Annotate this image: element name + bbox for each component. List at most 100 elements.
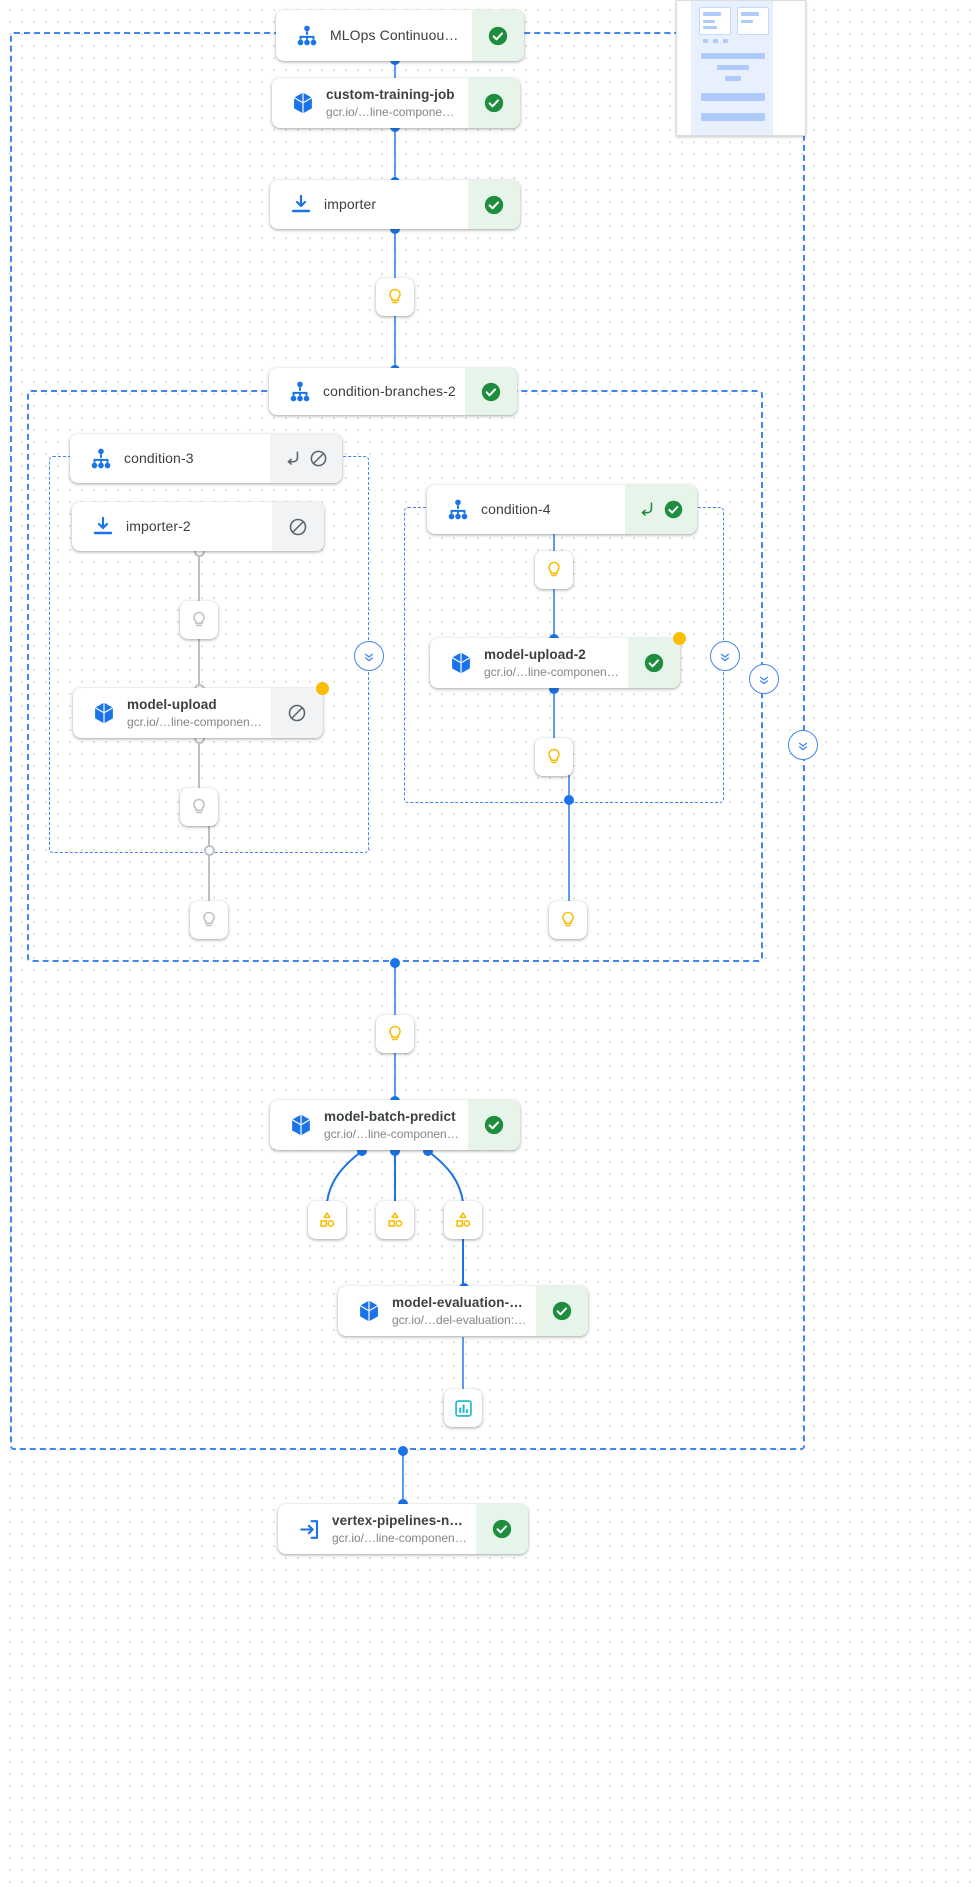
dataset-shapes-icon [456, 1212, 471, 1227]
edge-model-upload-to-artifact [198, 737, 200, 793]
branch-arrow-icon [638, 500, 657, 519]
node-condition-3[interactable]: condition-3 [70, 434, 342, 483]
node-condition-4[interactable]: condition-4 [427, 485, 697, 534]
dag-root-icon [441, 497, 475, 523]
node-model-upload-2[interactable]: model-upload-2 gcr.io/…line-components:2… [430, 632, 686, 688]
minimap-bar [741, 12, 759, 16]
check-circle-icon [484, 195, 504, 214]
container-cube-icon [284, 1112, 318, 1138]
node-texts: custom-training-job gcr.io/…line-compone… [320, 86, 460, 120]
edge-condition4-to-artifact [553, 530, 555, 556]
minimap-edge-strip [806, 0, 978, 40]
artifact-model-upload2-out[interactable] [535, 738, 573, 776]
edge-artifact-to-condition4-out [568, 775, 570, 903]
container-cube-icon [444, 650, 478, 676]
node-title: MLOps Continuous Traini… [330, 27, 464, 43]
node-importer-2[interactable]: importer-2 [72, 502, 324, 551]
edge-importer2-to-artifact [198, 550, 200, 606]
artifact-evaluation-metrics[interactable] [444, 1389, 482, 1427]
minimap-bar [703, 20, 715, 23]
double-chevron-collapse-icon [799, 742, 807, 751]
dag-root-icon [283, 379, 317, 405]
artifact-model-upload-out[interactable] [180, 788, 218, 826]
check-circle-icon [484, 93, 504, 113]
node-body: model-upload-2 gcr.io/…line-components:2… [430, 638, 628, 688]
node-model-batch-predict[interactable]: model-batch-predict gcr.io/…line-compone… [270, 1100, 520, 1150]
check-circle-icon [552, 1301, 572, 1321]
edge-importer-to-artifact [394, 228, 396, 278]
double-chevron-collapse-icon [760, 676, 768, 685]
artifact-branches-out[interactable] [376, 1015, 414, 1053]
edge-evaluation-to-metrics [462, 1337, 464, 1389]
node-model-evaluation-regression[interactable]: model-evaluation-regres… gcr.io/…del-eva… [338, 1286, 588, 1336]
node-body: model-upload gcr.io/…line-components:2.6… [73, 688, 271, 738]
minimap-bar [741, 20, 753, 23]
node-texts: model-upload-2 gcr.io/…line-components:2… [478, 646, 620, 680]
collapse-branches-toggle[interactable] [749, 664, 779, 694]
edge-dot [390, 1146, 400, 1156]
artifact-indicator-dot [673, 632, 686, 645]
edge-artifact-to-condition3-out [208, 824, 210, 904]
collapse-condition-4-toggle[interactable] [710, 641, 740, 671]
minimap[interactable] [676, 0, 806, 136]
minimap-bar [703, 12, 721, 16]
dag-root-icon [84, 446, 118, 472]
status-badge [271, 688, 323, 738]
edge-artifact-to-model-upload2 [553, 588, 555, 638]
artifact-indicator-dot [316, 682, 329, 695]
status-badge [625, 485, 697, 534]
minimap-bar [725, 76, 741, 81]
collapse-outer-toggle[interactable] [788, 730, 818, 760]
artifact-batch-predict-2[interactable] [376, 1201, 414, 1239]
artifact-condition4-in[interactable] [535, 551, 573, 589]
skipped-circle-slash-icon [309, 449, 328, 468]
minimap-bar [701, 53, 765, 59]
check-circle-icon [492, 1519, 512, 1539]
edge-root-to-training [394, 60, 396, 82]
artifact-importer-out[interactable] [376, 278, 414, 316]
edge-dot [564, 795, 574, 805]
node-body: condition-4 [427, 485, 625, 534]
collapse-condition-3-toggle[interactable] [354, 641, 384, 671]
status-badge [472, 10, 524, 61]
node-subtitle: gcr.io/…line-components:2.6.0 [127, 715, 263, 729]
import-download-icon [284, 193, 318, 217]
bulb-artifact-icon [193, 611, 205, 627]
node-title: condition-3 [124, 450, 194, 466]
minimap-bar [703, 26, 717, 29]
node-vertex-pipelines-notification[interactable]: vertex-pipelines-notificat… gcr.io/…line… [278, 1504, 528, 1554]
node-custom-training-job[interactable]: custom-training-job gcr.io/…line-compone… [272, 78, 520, 128]
node-importer[interactable]: importer [270, 180, 520, 229]
node-condition-branches-2[interactable]: condition-branches-2 [269, 368, 517, 415]
artifact-importer2-out[interactable] [180, 601, 218, 639]
artifact-condition3-out[interactable] [190, 901, 228, 939]
bulb-artifact-icon [389, 1025, 401, 1041]
skipped-circle-slash-icon [289, 518, 307, 535]
edge-dot [357, 1146, 367, 1156]
check-circle-icon [484, 1115, 504, 1135]
node-pipeline-root[interactable]: MLOps Continuous Traini… [276, 10, 524, 61]
node-body: MLOps Continuous Traini… [276, 10, 472, 61]
bulb-artifact-icon [389, 288, 401, 304]
status-badge [476, 1504, 528, 1554]
node-texts: importer-2 [120, 518, 264, 535]
artifact-batch-predict-3[interactable] [444, 1201, 482, 1239]
node-body: importer-2 [72, 502, 272, 551]
edge-dot [390, 958, 400, 968]
node-model-upload[interactable]: model-upload gcr.io/…line-components:2.6… [73, 682, 329, 738]
minimap-bar [717, 65, 749, 70]
node-body: importer [270, 180, 468, 229]
artifact-batch-predict-1[interactable] [308, 1201, 346, 1239]
bulb-artifact-icon [548, 561, 560, 577]
node-texts: MLOps Continuous Traini… [324, 27, 464, 44]
node-texts: model-evaluation-regres… gcr.io/…del-eva… [386, 1294, 528, 1328]
edge-dot [423, 1146, 433, 1156]
artifact-condition4-out[interactable] [549, 901, 587, 939]
node-subtitle: gcr.io/…line-components:2.6.0 [326, 105, 460, 119]
node-texts: model-upload gcr.io/…line-components:2.6… [121, 696, 263, 730]
status-badge [272, 502, 324, 551]
bulb-artifact-icon [203, 911, 215, 927]
node-title: condition-branches-2 [323, 383, 456, 399]
container-cube-icon [87, 700, 121, 726]
